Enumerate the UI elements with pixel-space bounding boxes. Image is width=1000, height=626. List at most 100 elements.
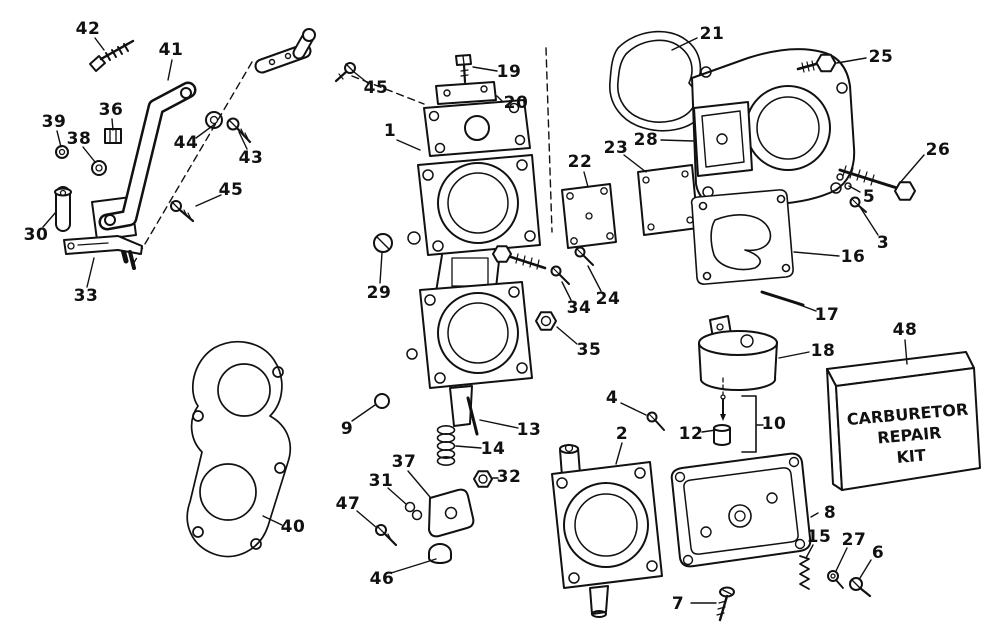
top-carburetor-body-28 [691,48,856,207]
part-callout-24: 24 [595,289,621,309]
bracket-33 [63,235,143,270]
part-callout-40: 40 [280,517,306,537]
screw-45-lower [170,200,195,223]
screw-47 [375,524,398,547]
screw-34 [550,265,570,285]
part-callout-4: 4 [605,388,619,408]
part-callout-3: 3 [876,233,890,253]
gasket-21 [609,30,706,132]
part-callout-14: 14 [480,439,506,459]
repair-kit-box [826,351,981,491]
part-callout-34: 34 [566,298,592,318]
part-callout-41: 41 [158,40,184,60]
part-callout-44: 44 [173,133,199,153]
plate-22 [561,183,617,249]
small-parts-5 [836,173,852,190]
part-callout-23: 23 [603,138,629,158]
part-callout-38: 38 [66,129,92,149]
part-callout-37: 37 [391,452,417,472]
part-callout-26: 26 [925,140,951,160]
nut-32 [473,470,493,488]
screw-24 [574,246,594,266]
bolt-26 [838,165,916,201]
o-ring-9 [374,393,390,409]
screw-19 [455,54,472,84]
screw-43 [226,117,252,144]
part-callout-16: 16 [840,247,866,267]
disc-29 [373,233,393,253]
bolt-25 [796,53,837,73]
plate-23 [637,164,699,236]
part-callout-21: 21 [699,24,725,44]
part-callout-45: 45 [363,78,389,98]
part-callout-22: 22 [567,152,593,172]
part-callout-12: 12 [678,424,704,444]
main-carburetor-body-1 [406,99,541,427]
part-callout-13: 13 [516,420,542,440]
clip-36 [104,128,122,144]
nut-35 [535,311,557,331]
part-callout-33: 33 [73,286,99,306]
plate-20 [435,81,497,105]
part-callout-10: 10 [761,414,787,434]
part-callout-27: 27 [841,530,867,550]
gasket-40 [186,340,292,558]
washer-44 [205,111,223,129]
part-callout-7: 7 [671,594,685,614]
float-18 [698,315,778,392]
bracket-10 [741,395,757,453]
part-callout-2: 2 [615,424,629,444]
shoulder-screw-assembly [254,28,316,74]
lever-37 [428,488,475,538]
part-callout-19: 19 [496,62,522,82]
needle-valve-12 [713,377,731,446]
part-callout-35: 35 [576,340,602,360]
spring-15 [799,555,810,590]
part-callout-25: 25 [868,47,894,67]
part-callout-20: 20 [503,93,529,113]
kit-text-line-3: KIT [896,445,927,466]
screw-3 [849,196,867,213]
part-callout-29: 29 [366,283,392,303]
part-callout-48: 48 [892,320,918,340]
cap-46 [428,543,452,564]
screw-6 [849,577,872,598]
pin-13 [466,396,479,436]
part-callout-6: 6 [871,543,885,563]
part-callout-39: 39 [41,112,67,132]
part-callout-1: 1 [383,121,397,141]
screw-42 [89,39,135,72]
part-callout-30: 30 [23,225,49,245]
washer-screw-27 [827,570,844,589]
part-callout-42: 42 [75,19,101,39]
part-callout-32: 32 [496,467,522,487]
part-callout-5: 5 [862,187,876,207]
bottom-carburetor-body-2 [551,443,663,618]
cylinder-30 [54,186,72,232]
part-callout-46: 46 [369,569,395,589]
part-callout-15: 15 [806,527,832,547]
float-bowl-8 [670,452,812,568]
part-callout-45: 45 [218,180,244,200]
part-callout-47: 47 [335,494,361,514]
pin-17 [760,290,805,307]
part-callout-28: 28 [633,130,659,150]
part-callout-18: 18 [810,341,836,361]
part-callout-36: 36 [98,100,124,120]
screw-7 [716,586,735,622]
washers-31 [404,501,423,521]
screw-45-top [334,62,356,83]
part-callout-17: 17 [814,305,840,325]
leader-lines [42,37,925,604]
part-callout-31: 31 [368,471,394,491]
part-callout-8: 8 [823,503,837,523]
o-ring-38 [91,160,107,176]
o-ring-39 [55,145,69,159]
hex-bolt-mid [492,245,547,270]
part-callout-9: 9 [340,419,354,439]
screw-4 [646,411,665,431]
part-callout-43: 43 [238,148,264,168]
spring-14 [436,424,456,466]
